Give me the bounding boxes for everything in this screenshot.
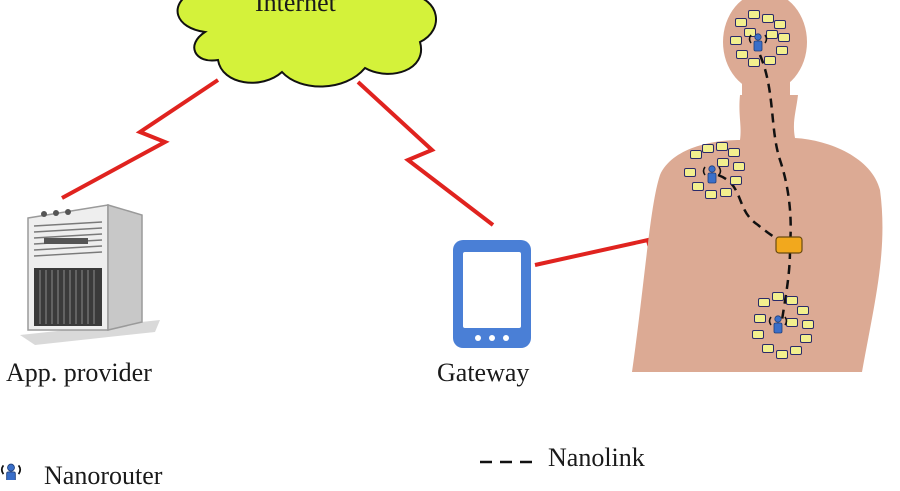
wireless-link-internet-gateway bbox=[356, 80, 495, 227]
nano-interface-icon bbox=[775, 236, 803, 254]
nanolink-abdomen-interface bbox=[780, 249, 792, 321]
cloud-icon bbox=[176, 0, 437, 88]
nanolink-head-interface bbox=[758, 54, 792, 246]
tablet-icon bbox=[453, 240, 531, 348]
gateway-label: Gateway bbox=[437, 358, 530, 387]
wireless-link-internet-app-provider bbox=[61, 78, 220, 200]
server-icon bbox=[20, 203, 160, 345]
iot-nano-network-diagram bbox=[0, 0, 883, 480]
legend-nanorouter-icon bbox=[0, 463, 22, 480]
app-provider-label: App. provider bbox=[6, 358, 152, 387]
legend-nanolink-label: Nanolink bbox=[548, 443, 645, 472]
legend-nanorouter-label: Nanorouter bbox=[44, 461, 163, 490]
internet-label: Internet bbox=[255, 0, 336, 17]
